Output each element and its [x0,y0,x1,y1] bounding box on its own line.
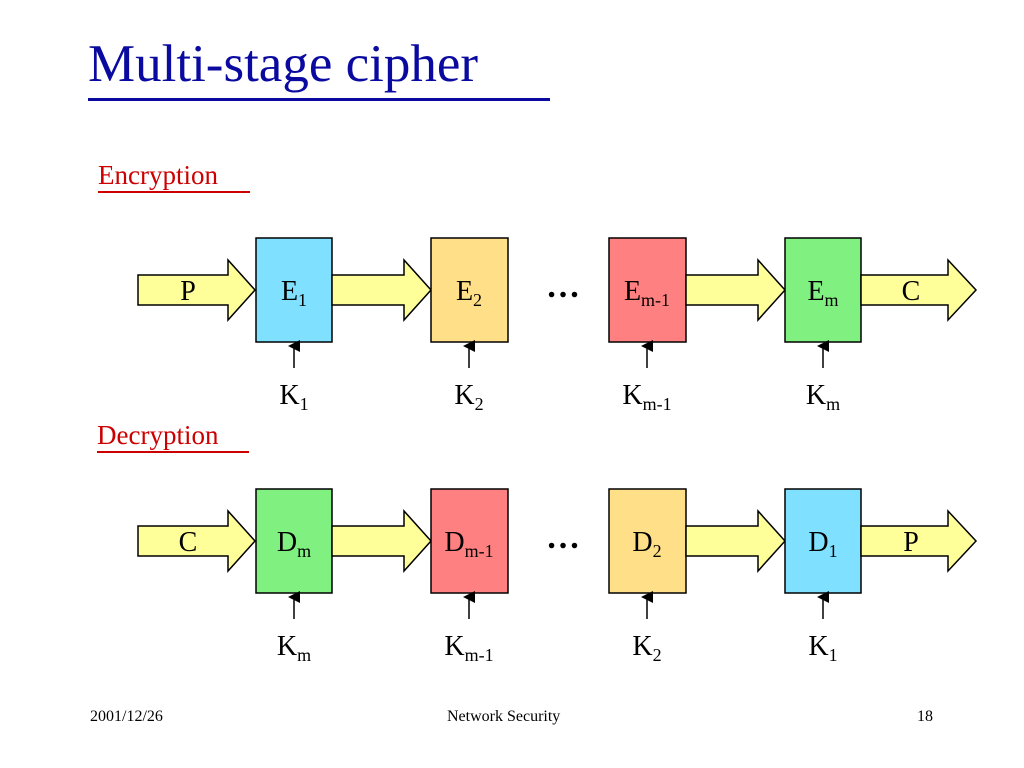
footer-course: Network Security [447,708,561,725]
encryption-arrow-1-2 [331,258,433,322]
decryption-stage-2-label: D2 [632,527,661,561]
encryption-stage-m-1-box [608,237,687,343]
footer-date: 2001/12/26 [90,708,163,725]
page-title: Multi-stage cipher [88,35,479,93]
encryption-key-2-label: K2 [454,380,483,414]
decryption-arrow-m-m-1 [331,509,433,573]
decryption-key-2-label: K2 [632,631,661,665]
decryption-stage-m-1-box [430,488,509,594]
decryption-stage-1-label: D1 [808,527,837,561]
encryption-stage-1-label: E1 [281,276,307,310]
decryption-input-label: C [179,527,198,558]
decryption-arrow-2-1 [685,509,787,573]
encryption-heading-underline [98,191,250,193]
encryption-arrow-m-1-m [685,258,787,322]
footer-page-number: 18 [917,708,933,725]
encryption-stage-m-1-label: Em-1 [624,276,670,310]
title-underline [88,98,550,101]
decryption-row: C Dm Dm-1 … D2 D1 P Km Km-1 K2 K1 [137,488,978,665]
encryption-input-label: P [180,276,196,307]
encryption-heading: Encryption [98,160,218,190]
decryption-key-m-label: Km [277,631,311,665]
decryption-stage-m-label: Dm [277,527,311,561]
encryption-key-m-1-label: Km-1 [622,380,671,414]
encryption-row: P E1 E2 … Em-1 Em C K1 K2 Km-1 Km [137,237,978,414]
encryption-key-1-label: K1 [279,380,308,414]
encryption-stage-2-label: E2 [456,276,482,310]
decryption-key-m-1-label: Km-1 [444,631,493,665]
encryption-stage-2-box [430,237,509,343]
decryption-input-arrow [137,509,257,573]
encryption-stage-m-label: Em [807,276,838,310]
decryption-key-1-label: K1 [808,631,837,665]
decryption-output-arrow [860,509,978,573]
encryption-output-label: C [902,276,921,307]
decryption-stage-m-box [255,488,333,594]
decryption-heading: Decryption [97,420,219,450]
decryption-output-label: P [903,527,919,558]
decryption-ellipsis: … [546,519,580,556]
decryption-stage-m-1-label: Dm-1 [444,527,493,561]
encryption-stage-m-box [784,237,862,343]
encryption-ellipsis: … [546,268,580,305]
encryption-output-arrow [860,258,978,322]
decryption-stage-2-box [608,488,687,594]
decryption-heading-underline [97,451,249,453]
encryption-key-m-label: Km [806,380,840,414]
encryption-input-arrow [137,258,257,322]
